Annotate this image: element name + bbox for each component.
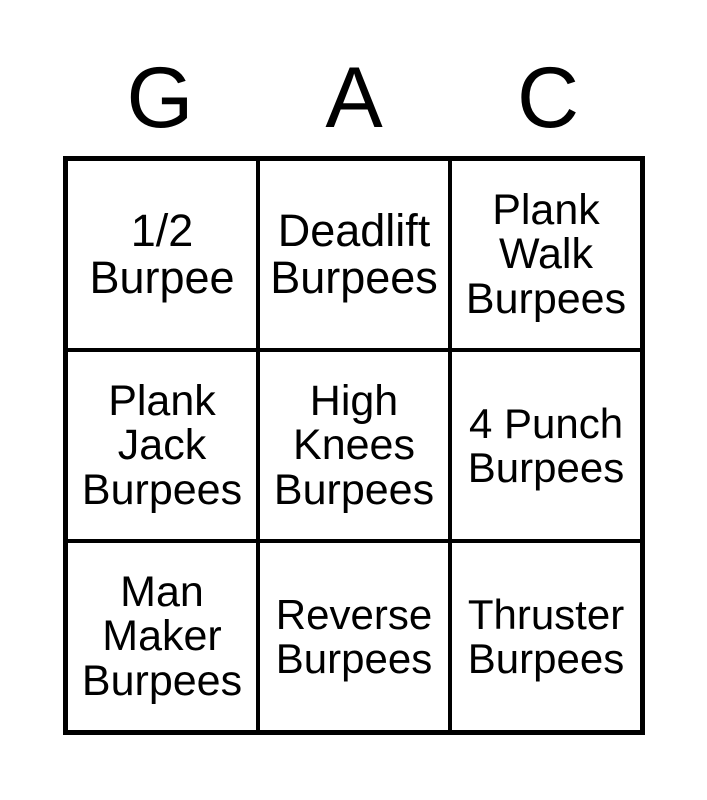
bingo-cell-g2[interactable]: Plank Jack Burpees (68, 352, 256, 539)
bingo-cell-label: 4 Punch Burpees (467, 400, 625, 491)
bingo-cell-a2[interactable]: High Knees Burpees (260, 352, 448, 539)
bingo-card: G A C 1/2 Burpee Deadlift Burpees Plank … (63, 0, 645, 735)
bingo-cell-c2[interactable]: 4 Punch Burpees (452, 352, 640, 539)
bingo-header-letter-c: C (516, 49, 580, 146)
bingo-header-letter-g: G (126, 49, 194, 146)
bingo-grid: 1/2 Burpee Deadlift Burpees Plank Walk B… (63, 156, 645, 735)
bingo-cell-label: Reverse Burpees (275, 591, 433, 682)
bingo-cell-label: High Knees Burpees (273, 377, 435, 514)
bingo-cell-label: Man Maker Burpees (81, 568, 243, 705)
bingo-cell-label: Deadlift Burpees (270, 205, 438, 303)
bingo-cell-label: Thruster Burpees (467, 591, 625, 682)
bingo-cell-g3[interactable]: Man Maker Burpees (68, 543, 256, 730)
bingo-cell-label: Plank Jack Burpees (81, 377, 243, 514)
bingo-cell-c1[interactable]: Plank Walk Burpees (452, 161, 640, 348)
bingo-cell-a3[interactable]: Reverse Burpees (260, 543, 448, 730)
bingo-header-row: G A C (63, 0, 645, 156)
bingo-header-letter-a: A (325, 49, 383, 146)
bingo-cell-c3[interactable]: Thruster Burpees (452, 543, 640, 730)
bingo-cell-a1[interactable]: Deadlift Burpees (260, 161, 448, 348)
bingo-cell-label: 1/2 Burpee (89, 205, 235, 303)
bingo-cell-label: Plank Walk Burpees (465, 186, 627, 323)
bingo-cell-g1[interactable]: 1/2 Burpee (68, 161, 256, 348)
